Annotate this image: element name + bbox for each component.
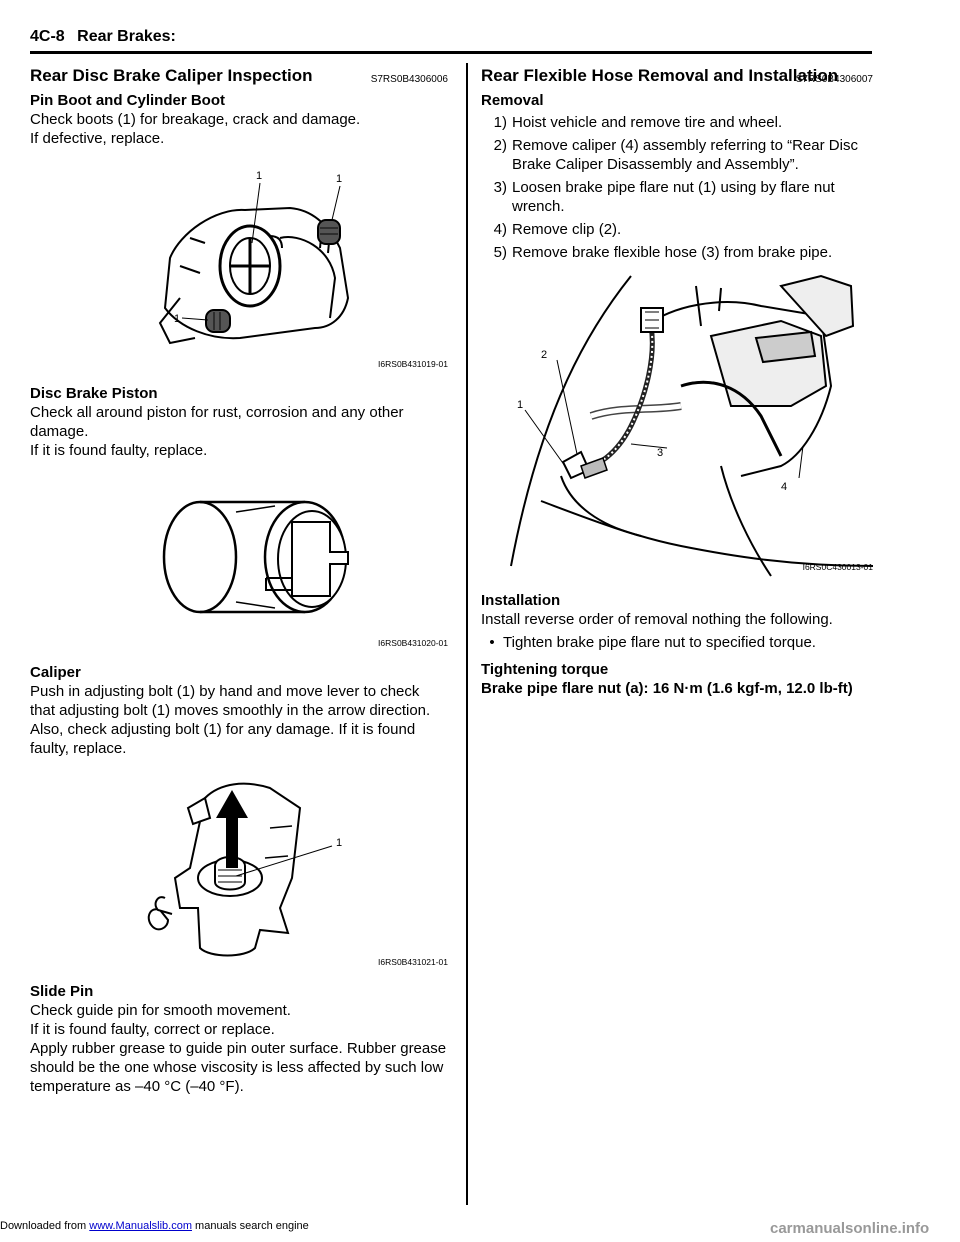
installation-subheading: Installation [481,592,561,609]
section-code: S7RS0B4306006 [370,74,448,85]
callout-label: 3 [657,447,663,459]
bullet-icon: • [489,634,495,651]
torque-value: Brake pipe flare nut (a): 16 N·m (1.6 kg… [481,680,853,697]
callout-label: 1 [256,170,262,182]
column-divider [466,63,468,1205]
pin-boot-icon [205,309,231,333]
caliper-boots-illustration: 1 1 1 [158,170,350,345]
figure-caption: I6RS0B431019-01 [378,359,448,369]
slide-pin-text-3: Apply rubber grease to guide pin outer s… [30,1040,447,1095]
page-number: 4C-8 [30,28,65,45]
right-column: Rear Flexible Hose Removal and Installat… [481,66,873,698]
arrow-up-icon [216,790,248,868]
callout-label: 1 [517,399,523,411]
footer-download-note: Downloaded from www.Manualslib.com manua… [0,1220,309,1232]
callout-label: 1 [336,837,342,849]
figure-caption: I6RS0C430013-01 [802,562,873,572]
adjusting-bolt-illustration: 1 [147,782,342,957]
watermark: carmanualsonline.info [770,1220,930,1237]
removal-step: 3)Loosen brake pipe flare nut (1) using … [493,179,835,215]
removal-step: 5)Remove brake flexible hose (3) from br… [493,244,833,261]
manualslib-link[interactable]: www.Manualslib.com [89,1220,192,1232]
figure-caption: I6RS0B431021-01 [378,957,448,967]
caliper-text-1: Push in adjusting bolt (1) by hand and m… [30,683,431,719]
removal-steps: 1)Hoist vehicle and remove tire and whee… [481,113,873,262]
page-header: 4C-8 Rear Brakes: [30,28,176,46]
caliper-subheading: Caliper [30,664,81,681]
callout-label: 2 [541,349,547,361]
installation-text: Install reverse order of removal nothing… [481,611,833,628]
slide-pin-subheading: Slide Pin [30,983,94,1000]
piston-figure: I6RS0B431020-01 [30,460,448,657]
flare-nut-icon [640,307,664,333]
removal-step: 4)Remove clip (2). [493,221,622,238]
slide-pin-text-2: If it is found faulty, correct or replac… [30,1021,275,1038]
removal-step: 2)Remove caliper (4) assembly referring … [493,137,858,173]
callout-label: 1 [174,313,180,325]
section-code: S7RS0B4306007 [795,74,873,85]
caliper-figure: 1 I6RS0B431021-01 [30,758,448,976]
brake-hose-illustration: 2 1 3 4 [510,274,873,577]
clip-icon [561,450,608,480]
callout-label: 4 [781,481,787,493]
piston-illustration [162,500,349,614]
boot-figure: 1 1 1 I6RS0B431019-01 [30,148,448,378]
removal-subheading: Removal [481,92,544,109]
pin-boot-icon [317,219,341,245]
removal-step: 1)Hoist vehicle and remove tire and whee… [493,114,783,131]
piston-subheading: Disc Brake Piston [30,385,158,402]
caliper-text-2: Also, check adjusting bolt (1) for any d… [30,721,416,757]
caliper-inspection-heading: Rear Disc Brake Caliper Inspection S7RS0… [30,66,448,88]
header-rule [30,51,872,54]
flexible-hose-heading: Rear Flexible Hose Removal and Installat… [481,66,873,88]
figure-caption: I6RS0B431020-01 [378,638,448,648]
torque-heading: Tightening torque [481,661,609,678]
callout-label: 1 [336,173,342,185]
section-title: Rear Brakes: [77,28,176,45]
slide-pin-text-1: Check guide pin for smooth movement. [30,1002,291,1019]
piston-text-2: If it is found faulty, replace. [30,442,208,459]
installation-bullet: • Tighten brake pipe flare nut to specif… [481,633,873,652]
piston-text-1: Check all around piston for rust, corros… [30,404,404,440]
boot-text-2: If defective, replace. [30,130,165,147]
boot-subheading: Pin Boot and Cylinder Boot [30,92,225,109]
hose-figure: 2 1 3 4 I6RS0C430013-01 [481,266,873,581]
left-column: Rear Disc Brake Caliper Inspection S7RS0… [30,66,448,1096]
boot-text-1: Check boots (1) for breakage, crack and … [30,111,361,128]
